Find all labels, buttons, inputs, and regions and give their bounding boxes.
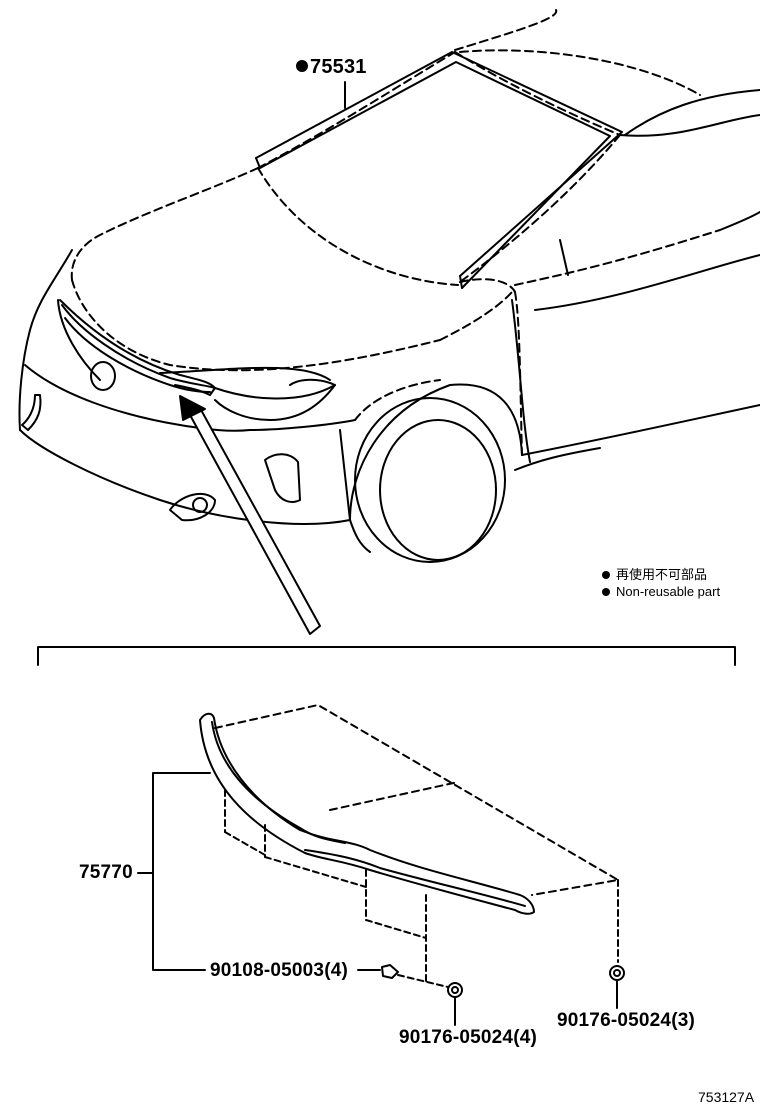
hood-molding-label: 75770 bbox=[79, 862, 133, 883]
bullet-icon bbox=[602, 587, 610, 596]
legend-en: Non-reusable part bbox=[602, 585, 720, 598]
pointer-arrow bbox=[179, 395, 321, 635]
section-bracket bbox=[37, 646, 736, 666]
car-front-illustration bbox=[18, 9, 760, 563]
clip-b-label: 90176-05024(4) bbox=[399, 1027, 538, 1048]
non-reusable-bullet-icon bbox=[296, 59, 308, 72]
windshield-molding-label: 75531 bbox=[296, 57, 367, 77]
leader-lines bbox=[137, 772, 618, 1026]
clip-a-label: 90108-05003(4) bbox=[210, 960, 349, 981]
bullet-icon bbox=[602, 570, 610, 579]
diagram-code: 753127A bbox=[698, 1089, 755, 1105]
hood-molding-detail bbox=[199, 704, 625, 998]
windshield-molding bbox=[255, 51, 623, 289]
clip-c-label: 90176-05024(3) bbox=[557, 1010, 696, 1031]
legend-jp: 再使用不可部品 bbox=[602, 568, 707, 581]
hood-molding-on-car bbox=[59, 299, 216, 396]
